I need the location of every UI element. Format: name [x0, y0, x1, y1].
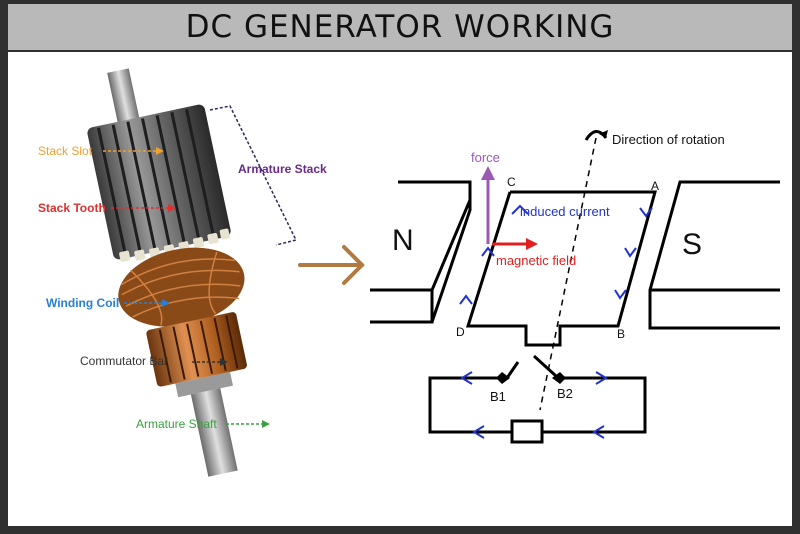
arrow-armature-shaft [262, 420, 270, 428]
arrow-commutator-bar [220, 358, 228, 366]
label-armature-stack: Armature Stack [238, 162, 327, 176]
corner-a-label: A [651, 179, 659, 193]
corner-b-label: B [617, 327, 625, 341]
pole-n-label: N [392, 224, 414, 257]
current-direction-arrows [459, 204, 653, 439]
corner-d-label: D [456, 325, 465, 339]
corner-c-label: C [507, 175, 516, 189]
bracket-armature-stack [209, 105, 298, 246]
brush-b1 [496, 372, 510, 384]
label-stack-tooth: Stack Tooth [38, 201, 106, 215]
load-resistor [510, 419, 544, 444]
rotation-axis [539, 137, 597, 411]
pole-n-side [398, 180, 472, 323]
direction-of-rotation-label: Direction of rotation [612, 132, 725, 147]
brush-b2-lead [532, 354, 558, 378]
commutator [146, 312, 247, 387]
arrow-stack-tooth [168, 204, 176, 212]
winding-wires [121, 251, 241, 326]
bearing-collar [175, 371, 233, 398]
brush-b1-label: B1 [490, 389, 506, 404]
label-armature-shaft: Armature Shaft [136, 417, 217, 431]
arrow-stack-slot [156, 147, 164, 155]
brush-b1-lead [505, 361, 520, 379]
title-bar: DC GENERATOR WORKING [8, 4, 792, 50]
brush-contacts [496, 372, 566, 384]
magnetic-field-label: magnetic field [496, 253, 576, 268]
force-label: force [471, 150, 500, 165]
label-commutator-bar: Commutator Bar [80, 354, 168, 368]
label-stack-slot: Stack Slot [38, 144, 93, 158]
armature-illustration [87, 68, 247, 477]
commutator-bars [158, 315, 239, 383]
slot-insulation [119, 228, 230, 262]
pole-n-front [370, 288, 434, 324]
label-winding-coil: Winding Coil [46, 296, 119, 310]
circuit-left [428, 376, 512, 434]
generator-diagram [370, 180, 780, 444]
page-title: DC GENERATOR WORKING [185, 9, 615, 45]
brush-b2-label: B2 [557, 386, 573, 401]
arrow-winding-coil [162, 299, 170, 307]
stack-slots [96, 108, 216, 257]
brush-b2 [552, 372, 566, 384]
pole-s-label: S [682, 228, 702, 261]
pole-s-outline [648, 180, 780, 330]
armature-coil [465, 190, 657, 347]
induced-current-label: induced current [520, 204, 610, 219]
pointer-arrow [298, 245, 365, 285]
armature-shaft [190, 388, 238, 477]
